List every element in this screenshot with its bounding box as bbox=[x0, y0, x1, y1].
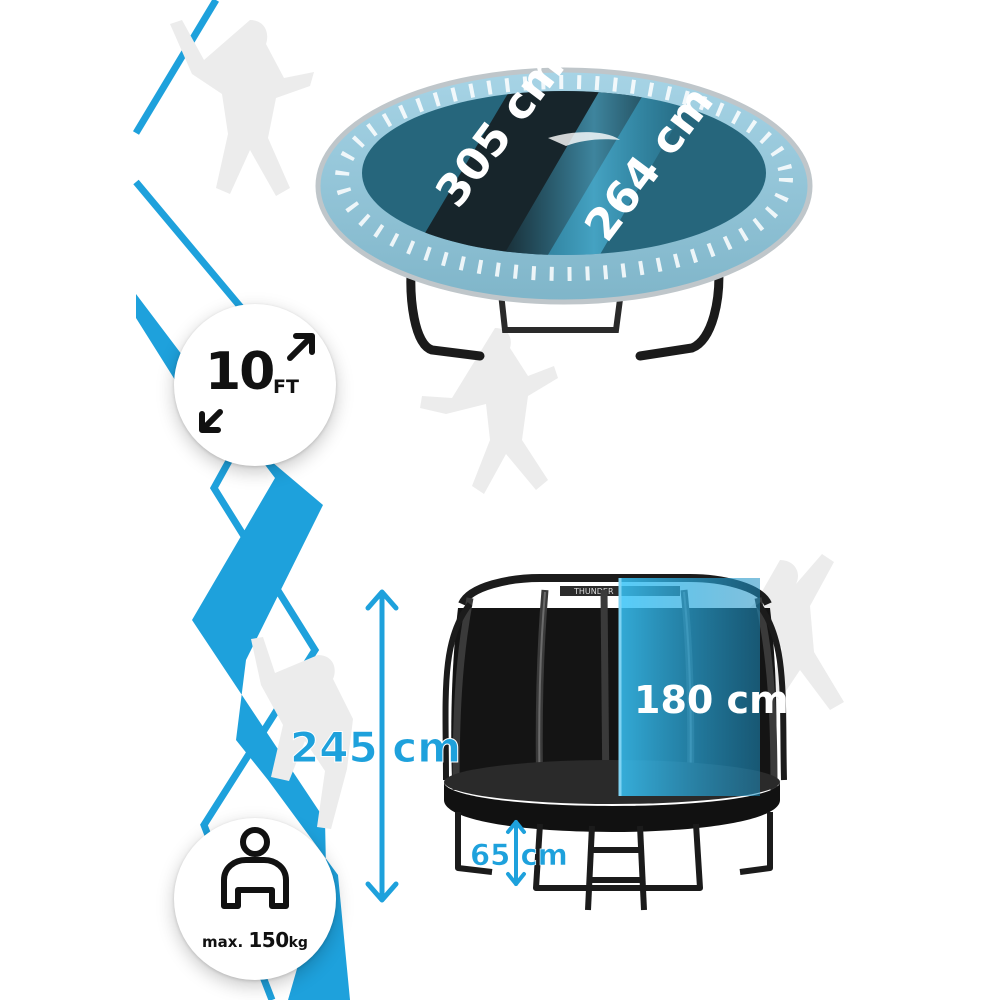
frame-height-label: 65 cm bbox=[470, 838, 568, 872]
decor-stripe-top bbox=[133, 0, 219, 135]
weight-unit: kg bbox=[288, 935, 308, 951]
silhouette-jumper-2 bbox=[420, 328, 558, 494]
side-view-net-height-highlight bbox=[620, 578, 760, 796]
silhouettes bbox=[170, 20, 844, 829]
decor-stripe-thick bbox=[136, 294, 350, 1000]
frame-height-arrow bbox=[506, 820, 526, 886]
weight-value: 150 bbox=[248, 928, 289, 952]
side-view-legs bbox=[455, 812, 773, 911]
total-height-label: 245 cm bbox=[290, 723, 461, 772]
top-view-spring-ring bbox=[335, 75, 793, 281]
weight-badge: max. 150kg bbox=[174, 818, 336, 980]
net-height-label: 180 cm bbox=[634, 678, 789, 722]
top-view-logo-mark bbox=[548, 132, 620, 146]
weight-prefix: max. bbox=[202, 933, 249, 951]
silhouette-jumper-4 bbox=[730, 554, 844, 710]
size-badge-value: 10 bbox=[205, 342, 275, 402]
side-view-logo-text: THUNDER bbox=[573, 587, 614, 596]
expand-diagonal-icon bbox=[199, 333, 315, 433]
weight-label: max. 150kg bbox=[174, 930, 336, 950]
silhouette-jumper-3 bbox=[251, 637, 353, 829]
side-view-arch-left bbox=[442, 602, 473, 781]
size-badge: 10 FT bbox=[174, 304, 336, 466]
silhouette-jumper-1 bbox=[170, 20, 314, 196]
top-view-mat-band-glow bbox=[492, 91, 696, 255]
size-badge-unit: FT bbox=[273, 376, 299, 398]
total-height-arrow bbox=[365, 589, 399, 903]
top-view-leg-center bbox=[497, 283, 625, 333]
person-icon bbox=[221, 827, 289, 909]
side-view-arch-right bbox=[755, 602, 787, 781]
side-view-pad bbox=[444, 782, 780, 832]
